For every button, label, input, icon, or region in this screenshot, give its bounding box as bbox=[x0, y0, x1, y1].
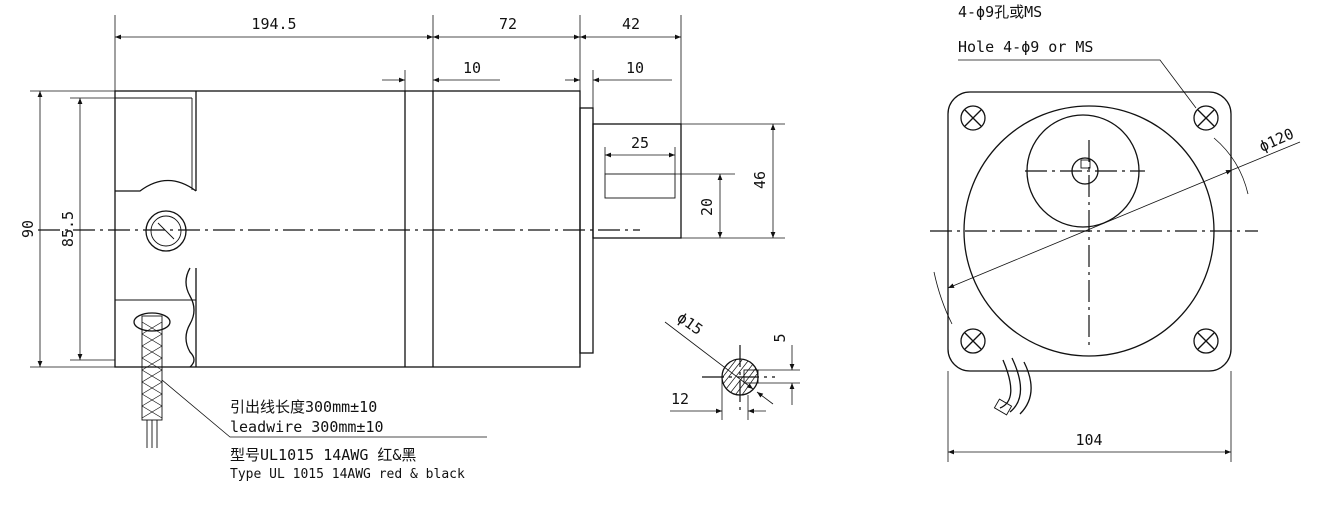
output-shaft bbox=[592, 123, 682, 239]
cable-outlet bbox=[133, 312, 171, 332]
mounting-hole bbox=[1193, 105, 1219, 131]
dim-10-b: 10 bbox=[626, 59, 644, 77]
dim-phi15: ϕ15 bbox=[674, 309, 707, 339]
dim-10-a: 10 bbox=[463, 59, 481, 77]
dim-85-5: 85.5 bbox=[59, 211, 77, 247]
dim-12: 12 bbox=[671, 390, 689, 408]
dim-72: 72 bbox=[499, 15, 517, 33]
note-hole-en: Hole 4-ϕ9 or MS bbox=[958, 38, 1093, 56]
break-line bbox=[185, 267, 195, 368]
front-cable bbox=[999, 359, 1012, 409]
note-lead-cn: 引出线长度300mm±10 bbox=[230, 398, 377, 416]
dim-194-5: 194.5 bbox=[251, 15, 296, 33]
mounting-hole bbox=[960, 105, 986, 131]
mounting-hole bbox=[1193, 328, 1219, 354]
shaft-section: ϕ15 5 12 bbox=[664, 309, 800, 420]
side-view: 194.5 72 42 10 10 25 90 85.5 20 46 bbox=[19, 15, 785, 482]
dim-46: 46 bbox=[751, 171, 769, 189]
motor-body-outline bbox=[114, 90, 581, 368]
shaft-key bbox=[604, 173, 676, 199]
hole-leader bbox=[958, 59, 1197, 109]
dim-42: 42 bbox=[622, 15, 640, 33]
cable-gland bbox=[145, 210, 187, 252]
note-lead-en: leadwire 300mm±10 bbox=[230, 418, 384, 436]
dia-leader bbox=[947, 169, 1233, 289]
note-type-en: Type UL 1015 14AWG red & black bbox=[230, 467, 465, 482]
lead-leader bbox=[161, 379, 487, 438]
terminal-box-arc bbox=[115, 179, 197, 192]
note-hole-cn: 4-ϕ9孔或MS bbox=[958, 3, 1042, 21]
note-type-cn: 型号UL1015 14AWG 红&黑 bbox=[230, 446, 416, 464]
dim-20: 20 bbox=[698, 198, 716, 216]
dim-25: 25 bbox=[631, 134, 649, 152]
dim-104: 104 bbox=[1075, 431, 1102, 449]
dim-phi120: ϕ120 bbox=[1256, 125, 1296, 156]
dim-5: 5 bbox=[771, 333, 789, 342]
mounting-hole bbox=[960, 328, 986, 354]
dim-90: 90 bbox=[19, 220, 37, 238]
front-view: ϕ120 4-ϕ9孔或MS Hole 4-ϕ9 or MS 104 bbox=[930, 3, 1301, 462]
